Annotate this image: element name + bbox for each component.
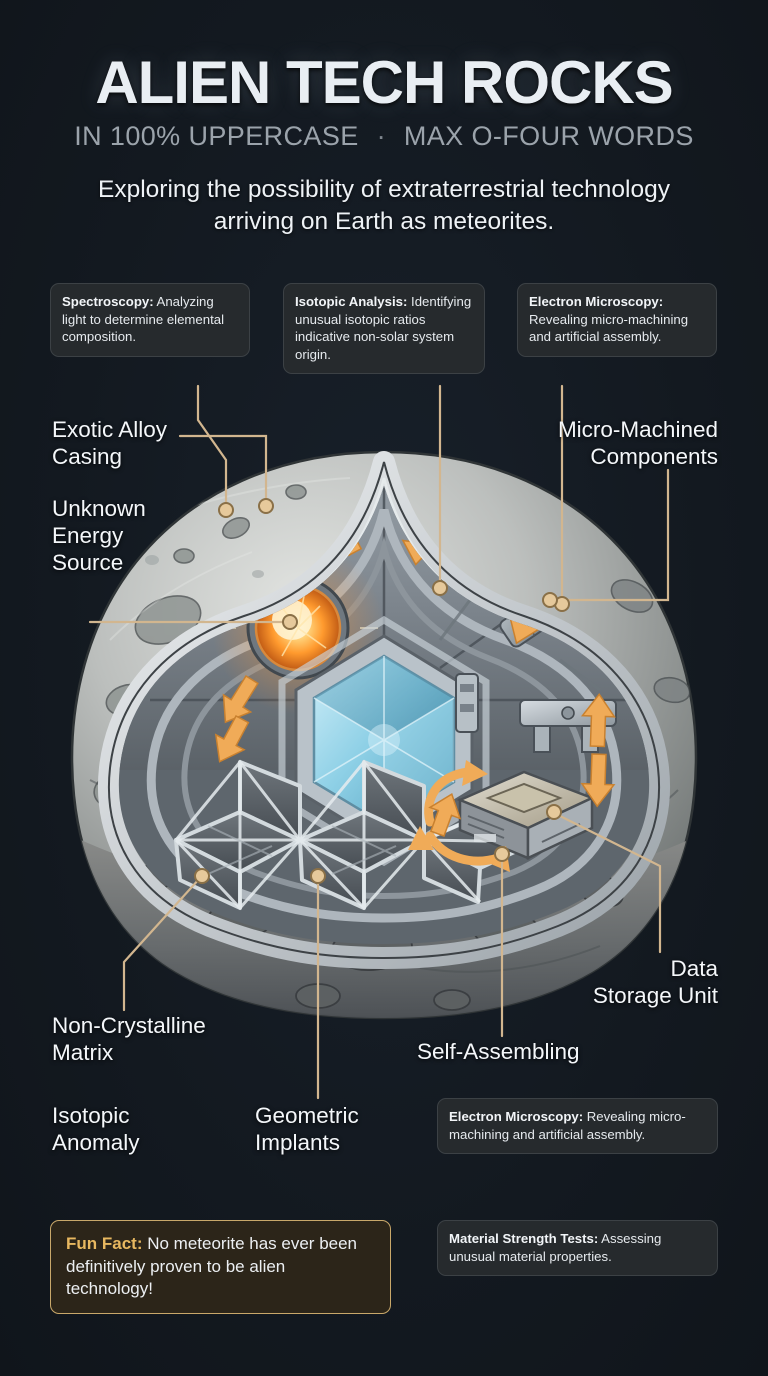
callout-unknown-energy-source: Unknown Energy Source [52, 496, 146, 575]
energy-flow-arrows [214, 506, 616, 872]
card-text: Identifying unusual isotopic ratios indi… [295, 294, 472, 362]
subtitle-left: IN 100% UPPERCASE [74, 121, 359, 151]
info-card-electron-microscopy-top: Electron Microscopy: Revealing micro-mac… [517, 283, 717, 357]
card-label: Electron Microscopy: [529, 294, 664, 309]
glowing-energy-core [212, 542, 384, 714]
callout-data-storage-unit: Data Storage Unit [592, 956, 718, 1008]
leader-micro-machined [550, 468, 670, 602]
callout-non-crystalline-matrix: Non-Crystalline Matrix [52, 1013, 206, 1065]
callout-isotopic-anomaly: Isotopic Anomaly [52, 1103, 140, 1155]
card-text: Revealing micro-machining and artificial… [449, 1109, 686, 1142]
callout-micro-machined-components: Micro-Machined Components [557, 417, 718, 469]
callout-geometric-implants: Geometric Implants [255, 1103, 359, 1155]
card-label: Electron Microscopy: [449, 1109, 584, 1124]
leader-non-crystalline [122, 876, 202, 1012]
card-label: Material Strength Tests: [449, 1231, 599, 1246]
data-storage-module [456, 770, 596, 860]
subtitle-separator: · [376, 121, 386, 151]
info-card-isotopic-analysis: Isotopic Analysis: Identifying unusual i… [283, 283, 485, 375]
page-subtitle: IN 100% UPPERCASE · MAX O-FOUR WORDS [0, 121, 768, 152]
micro-machined-arm-components [438, 561, 617, 753]
info-card-spectroscopy: Spectroscopy: Analyzing light to determi… [50, 283, 250, 357]
leader-endpoint-dots [194, 498, 570, 884]
header: ALIEN TECH ROCKS IN 100% UPPERCASE · MAX… [0, 0, 768, 238]
info-card-electron-microscopy-bottom: Electron Microscopy: Revealing micro-mac… [437, 1098, 718, 1155]
card-label: Spectroscopy: [62, 294, 154, 309]
info-card-material-strength-tests: Material Strength Tests: Assessing unusu… [437, 1220, 718, 1277]
leader-data-storage [554, 812, 662, 954]
geometric-lattice-matrix [174, 759, 538, 911]
card-text: Assessing unusual material properties. [449, 1231, 662, 1264]
fun-fact-text: No meteorite has ever been definitively … [66, 1234, 358, 1299]
page-title: ALIEN TECH ROCKS [95, 49, 673, 116]
subtitle-right: MAX O-FOUR WORDS [403, 121, 694, 151]
card-text: Analyzing light to determine elemental c… [62, 294, 225, 345]
callout-exotic-alloy-casing: Exotic Alloy Casing [52, 417, 168, 469]
fun-fact-label: Fun Fact: [66, 1234, 143, 1253]
card-text: Revealing micro-machining and artificial… [529, 311, 689, 345]
card-label: Isotopic Analysis: [295, 294, 408, 309]
page-description: Exploring the possibility of extraterres… [98, 176, 670, 235]
central-crystal-hexagon [278, 615, 490, 867]
info-card-fun-fact: Fun Fact: No meteorite has ever been def… [50, 1220, 391, 1314]
callout-self-assembling: Self-Assembling [417, 1039, 580, 1064]
